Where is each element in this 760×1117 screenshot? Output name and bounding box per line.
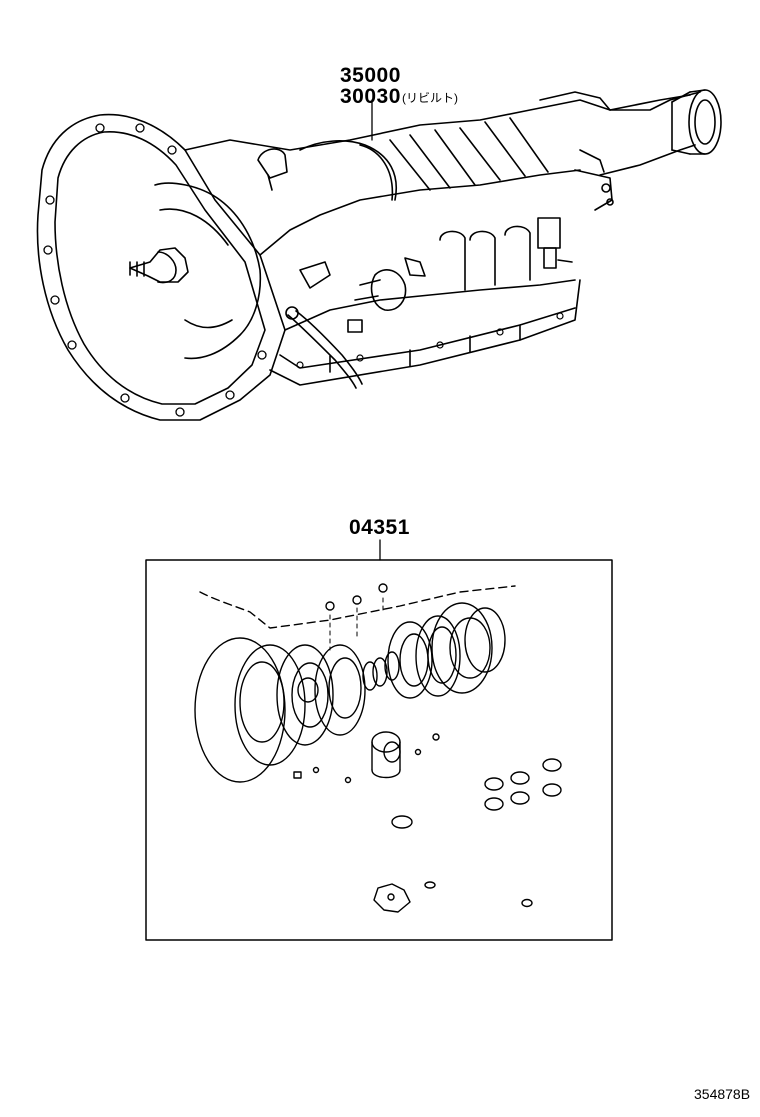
transmission-part-number-2: 30030 — [340, 85, 401, 108]
rebuilt-note: (リビルト) — [402, 91, 458, 105]
transmission-assembly-drawing — [36, 89, 722, 421]
gasket-kit-box — [145, 539, 613, 941]
gasket-kit-part-number: 04351 — [349, 516, 410, 539]
diagram-id: 354878B — [694, 1086, 751, 1102]
transmission-part-number-1: 35000 — [340, 64, 401, 87]
gasket-kit-parts-drawing — [194, 583, 562, 913]
